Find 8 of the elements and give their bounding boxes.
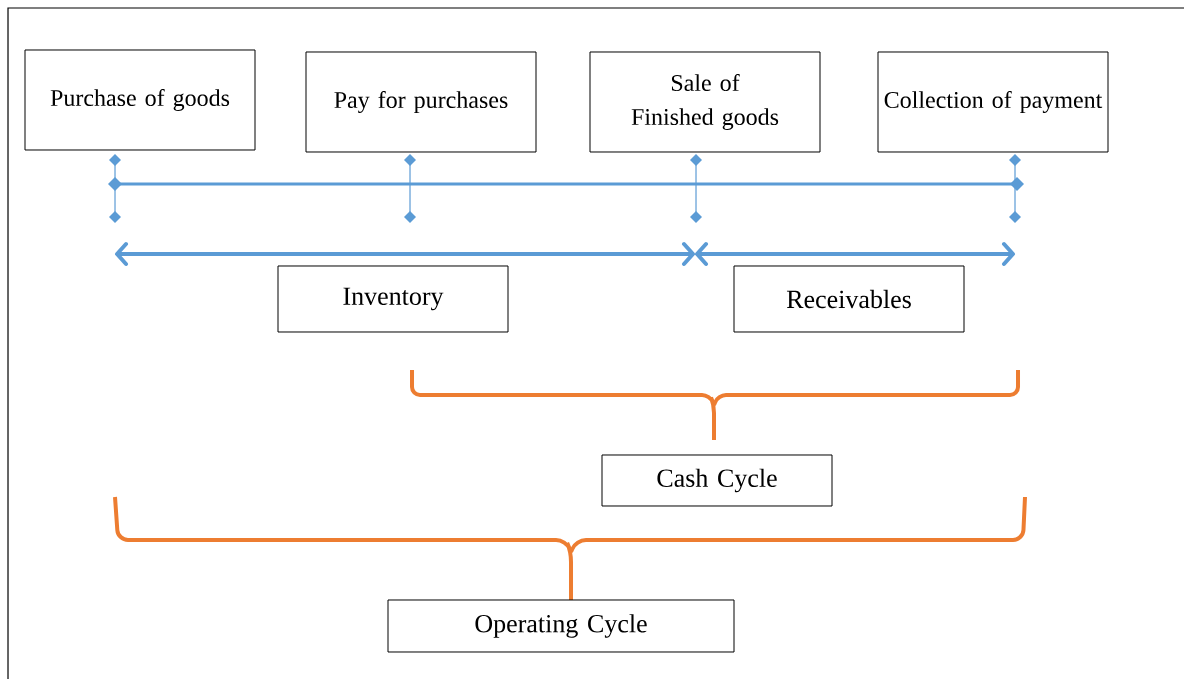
text-box: Operating Cycle: [387, 599, 735, 653]
text-box: Sale of Finished goods: [589, 51, 821, 153]
text-box: Collection of payment: [877, 51, 1109, 153]
text-box: Receivables: [733, 265, 965, 333]
text-box: Pay for purchases: [305, 51, 537, 153]
text-box: Inventory: [277, 265, 509, 333]
text-box: Cash Cycle: [601, 454, 833, 507]
text-box: Purchase of goods: [24, 49, 256, 151]
